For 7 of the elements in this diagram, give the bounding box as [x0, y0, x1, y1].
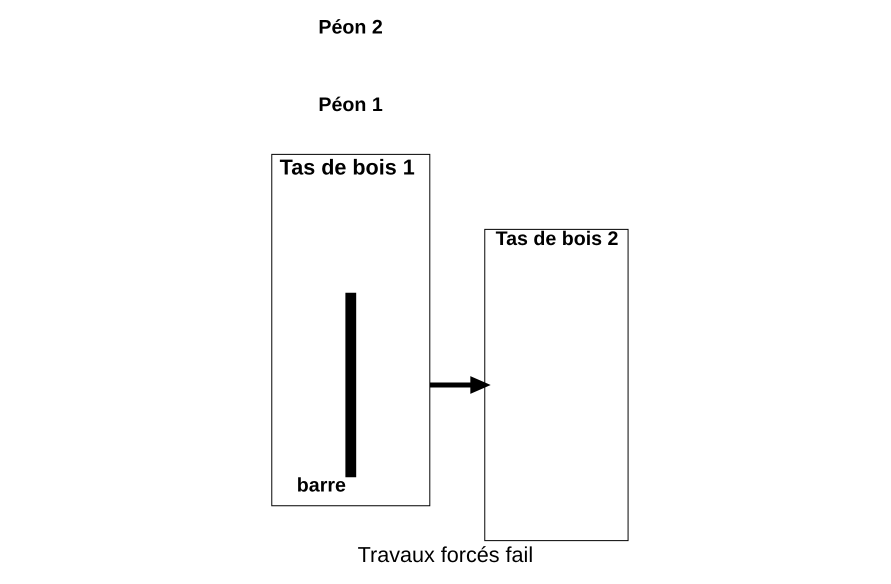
node-label: barre: [296, 474, 346, 496]
node-box: Tas de bois 2: [484, 228, 628, 542]
label: Péon 1: [318, 94, 382, 116]
label: Péon 2: [318, 16, 382, 39]
caption: Travaux forcés fail: [357, 542, 533, 567]
arrow: [429, 376, 490, 394]
node-bar: [344, 292, 356, 478]
